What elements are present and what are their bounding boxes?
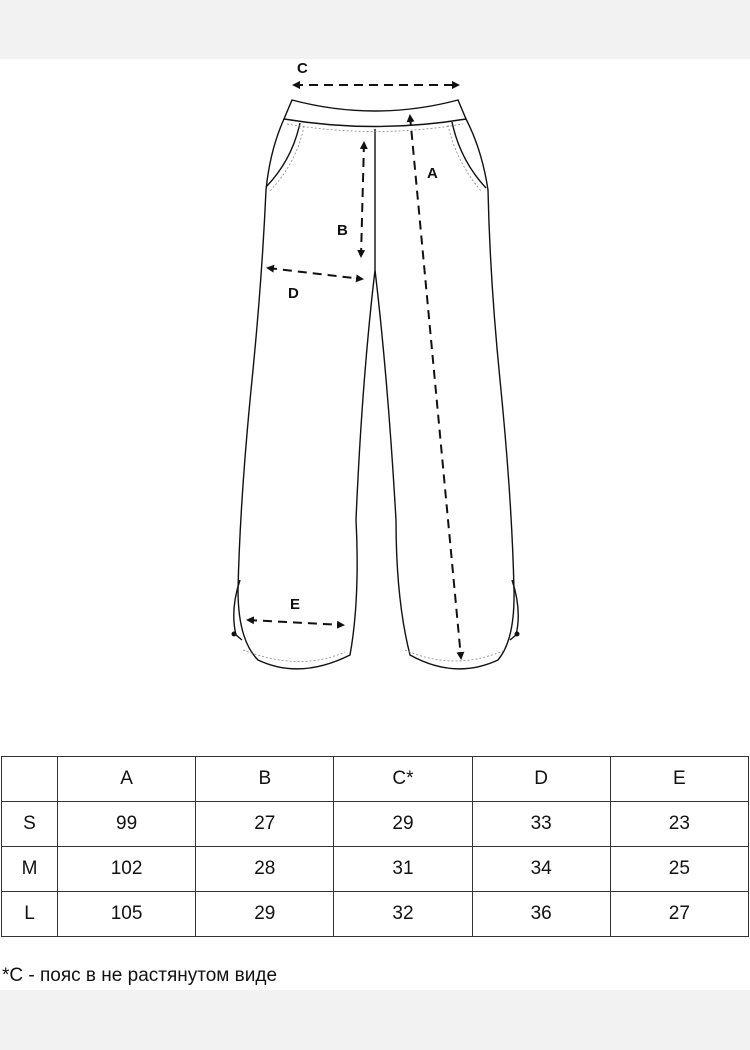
value-cell: 25 [609,846,750,892]
stitch-lines [242,123,506,662]
header-cell: C* [333,756,473,802]
label-a: A [427,165,438,182]
footnote: *C - пояс в не растянутом виде [2,965,278,986]
table-row: M 102 28 31 34 25 [1,846,750,892]
table-row: S 99 27 29 33 23 [1,801,750,847]
label-d: D [288,285,299,302]
label-c: C [297,60,308,77]
value-cell: 105 [56,891,197,937]
measure-e-arrow [246,616,345,629]
value-cell: 99 [56,801,197,847]
value-cell: 32 [333,891,473,937]
measure-d-arrow [266,264,364,283]
label-b: B [337,222,348,239]
value-cell: 29 [195,891,335,937]
value-cell: 34 [471,846,611,892]
pants-diagram: C A B D E [231,60,520,670]
value-cell: 102 [56,846,197,892]
header-cell: A [56,756,197,802]
top-band [0,0,750,59]
header-cell [1,756,58,802]
header-cell: B [195,756,335,802]
value-cell: 36 [471,891,611,937]
value-cell: 33 [471,801,611,847]
measure-a-arrow [406,114,465,660]
value-cell: 28 [195,846,335,892]
value-cell: 23 [609,801,750,847]
label-e: E [290,596,300,613]
size-cell: M [1,846,58,892]
header-cell: E [609,756,750,802]
measure-b-arrow [357,141,368,258]
value-cell: 31 [333,846,473,892]
size-cell: L [1,891,58,937]
right-button [514,631,520,637]
value-cell: 29 [333,801,473,847]
left-button [231,631,237,637]
header-cell: D [471,756,611,802]
value-cell: 27 [609,891,750,937]
size-table: A B C* D E S 99 27 29 33 23 M 102 28 31 … [1,756,750,937]
size-cell: S [1,801,58,847]
pants-outline [233,99,519,670]
table-header-row: A B C* D E [1,756,750,802]
bottom-band [0,990,750,1050]
table-row: L 105 29 32 36 27 [1,891,750,937]
value-cell: 27 [195,801,335,847]
